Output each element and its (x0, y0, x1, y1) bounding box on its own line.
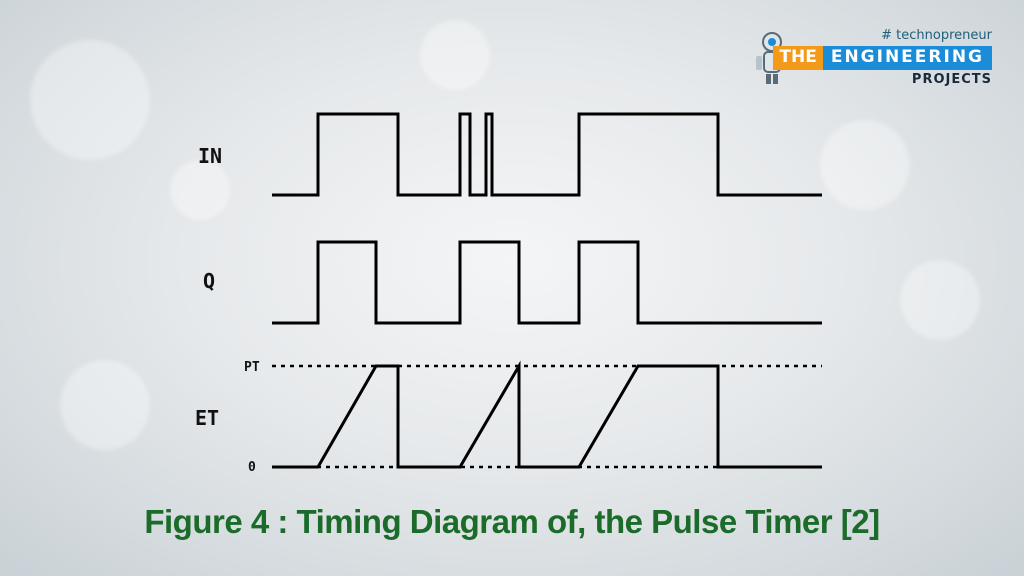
in-waveform (272, 112, 822, 197)
figure-caption: Figure 4 : Timing Diagram of, the Pulse … (144, 503, 880, 540)
bokeh-circle (170, 160, 230, 220)
logo-projects-text: PROJECTS (911, 72, 992, 87)
logo-wordmark: THE ENGINEERING (773, 46, 992, 70)
logo-engineering-text: ENGINEERING (822, 46, 992, 70)
bokeh-circle (30, 40, 150, 160)
bokeh-circle (60, 360, 150, 450)
bokeh-circle (420, 20, 490, 90)
in-signal-label: IN (198, 144, 222, 168)
et-signal-label: ET (195, 406, 219, 430)
logo-tagline: # technopreneur (881, 28, 992, 43)
q-waveform (272, 240, 822, 325)
bokeh-circle (900, 260, 980, 340)
bokeh-circle (820, 120, 910, 210)
engineering-projects-logo[interactable]: # technopreneur THE ENGINEERING PROJECTS (752, 28, 992, 90)
logo-the-text: THE (773, 46, 823, 70)
et-waveform (272, 360, 822, 469)
q-signal-label: Q (203, 269, 215, 293)
zero-level-label: 0 (248, 460, 256, 475)
pt-level-label: PT (244, 360, 260, 375)
